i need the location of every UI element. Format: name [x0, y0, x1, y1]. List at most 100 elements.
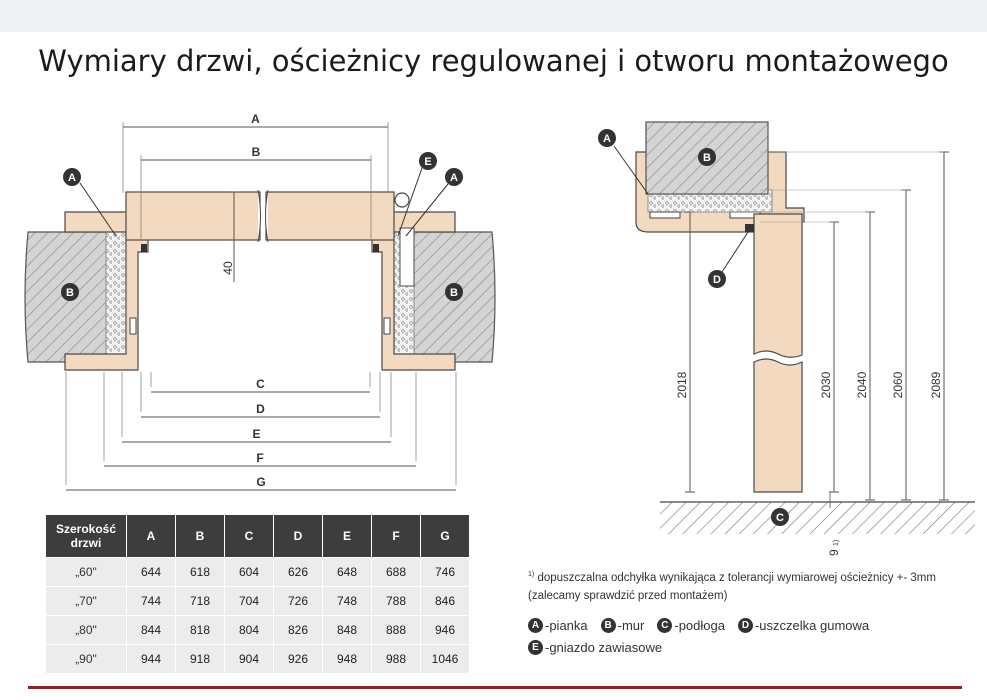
- height-label-2040: 2040: [855, 371, 869, 398]
- table-cell: 744: [126, 586, 176, 616]
- legend-item-D: D-uszczelka gumowa: [737, 617, 870, 633]
- legend-item-B: B-mur: [600, 617, 645, 633]
- table-cell: 848: [322, 615, 372, 645]
- height-dimension-2089: 2089: [760, 151, 949, 501]
- callout-D: D: [708, 231, 749, 288]
- table-cell: 618: [175, 557, 225, 587]
- page-title: Wymiary drzwi, ościeżnicy regulowanej i …: [38, 44, 949, 78]
- table-cell: 988: [371, 644, 421, 674]
- dimension-E: E: [121, 372, 392, 443]
- dimension-label-D: D: [256, 402, 265, 416]
- floor-gap-dimension: 9 1): [827, 492, 841, 556]
- legend-item-C: C-podłoga: [657, 617, 725, 633]
- door-leaf-left: [125, 191, 261, 241]
- dimension-label-B: B: [252, 145, 261, 159]
- svg-text:E: E: [424, 156, 431, 168]
- floor: [660, 502, 975, 534]
- table-cell: 644: [126, 557, 176, 587]
- table-cell: 788: [371, 586, 421, 616]
- table-cell: 746: [420, 557, 470, 587]
- height-label-2089: 2089: [929, 371, 943, 398]
- dimension-C: C: [150, 372, 371, 393]
- row-door-width: „90": [45, 644, 127, 674]
- table-cell: 904: [224, 644, 274, 674]
- svg-text:A: A: [450, 172, 458, 184]
- vertical-section: [635, 121, 975, 534]
- dimension-label-G: G: [256, 475, 265, 489]
- callout-B-top: B: [698, 148, 716, 166]
- legend-badge: D: [737, 617, 753, 633]
- legend-badge: E: [528, 639, 543, 655]
- dimension-D: D: [140, 372, 381, 418]
- legend-text: -uszczelka gumowa: [754, 617, 870, 633]
- table-cell: 626: [273, 557, 323, 587]
- height-dimension-2040: 2040: [760, 211, 875, 501]
- height-dimension-lines: 2018 2030 2040 2060 2089: [675, 151, 949, 501]
- table-cell: 918: [175, 644, 225, 674]
- legend-badge: B: [600, 617, 616, 633]
- table-cell: 944: [126, 644, 176, 674]
- svg-text:9: 9: [827, 549, 841, 556]
- table-cell: 818: [175, 615, 225, 645]
- table-cell: 804: [224, 615, 274, 645]
- row-door-width: „70": [45, 586, 127, 616]
- door-leaf-vertical: [753, 213, 803, 358]
- header-D: D: [273, 514, 323, 558]
- table-cell: 688: [371, 557, 421, 587]
- header-G: G: [420, 514, 470, 558]
- row-door-width: „60": [45, 557, 127, 587]
- legend-text: -podłoga: [674, 617, 725, 633]
- table-cell: 926: [273, 644, 323, 674]
- svg-text:D: D: [713, 274, 721, 286]
- table-cell: 748: [322, 586, 372, 616]
- top-bar: [0, 0, 987, 32]
- horizontal-section: 40: [24, 189, 496, 371]
- callout-C: C: [771, 508, 789, 526]
- legend-item-E: E-gniazdo zawiasowe: [528, 639, 663, 655]
- height-label-2060: 2060: [891, 371, 905, 398]
- height-dimension-2030: 2030: [760, 221, 839, 493]
- legend-text: -pianka: [545, 617, 588, 633]
- header-E: E: [322, 514, 372, 558]
- table-cell: 704: [224, 586, 274, 616]
- svg-text:A: A: [68, 172, 76, 184]
- height-dimension-2018: 2018: [675, 211, 760, 493]
- row-door-width: „80": [45, 615, 127, 645]
- callout-B-left: B: [61, 283, 79, 301]
- height-label-2030: 2030: [819, 371, 833, 398]
- table-cell: 718: [175, 586, 225, 616]
- svg-text:B: B: [703, 152, 711, 164]
- dimension-label-A: A: [251, 112, 260, 126]
- callout-A-top: A: [598, 129, 649, 195]
- dimension-B: B: [140, 145, 372, 239]
- table-cell: 946: [420, 615, 470, 645]
- legend-badge: C: [657, 617, 673, 633]
- tolerance-note: 1) dopuszczalna odchyłka wynikająca z to…: [528, 571, 936, 602]
- dimension-F: F: [103, 372, 417, 467]
- dimension-G: G: [65, 372, 457, 491]
- svg-text:C: C: [776, 512, 784, 524]
- table-cell: 846: [420, 586, 470, 616]
- legend-text: -gniazdo zawiasowe: [545, 639, 663, 655]
- legend-text: -mur: [617, 617, 645, 633]
- svg-text:A: A: [603, 133, 611, 145]
- svg-text:B: B: [66, 287, 74, 299]
- dimension-label-E: E: [252, 427, 260, 441]
- svg-text:1): 1): [833, 540, 840, 546]
- header-F: F: [371, 514, 421, 558]
- foam-left: [105, 231, 127, 355]
- callout-A-right: A: [405, 168, 463, 237]
- callout-A-left: A: [63, 168, 117, 237]
- header-C: C: [224, 514, 274, 558]
- table-cell: 888: [371, 615, 421, 645]
